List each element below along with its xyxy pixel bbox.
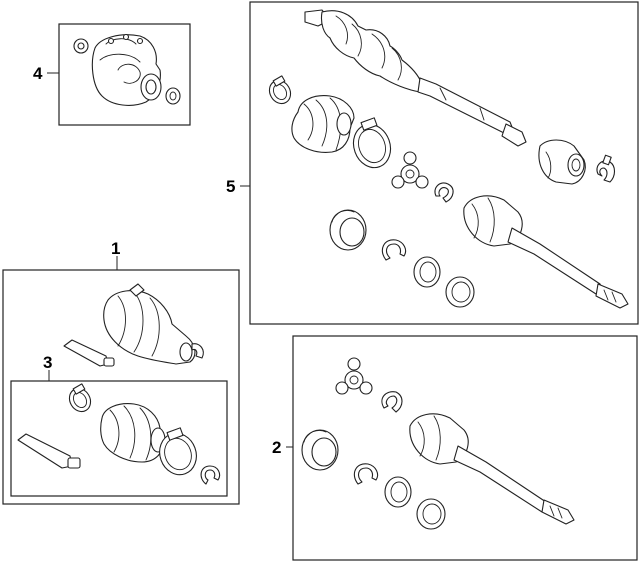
snap-ring-upper <box>434 182 454 203</box>
group-2-inner-joint: 2 <box>272 335 638 561</box>
boot-clamp-large <box>352 117 392 169</box>
snap-ring-2-lower <box>353 463 379 485</box>
tripod-joint <box>391 151 429 189</box>
side-bearing <box>165 87 181 105</box>
snap-ring-kit <box>200 465 221 485</box>
snap-ring-lower <box>381 239 407 261</box>
grease-tube-kit <box>17 433 81 469</box>
cv-boot-outer <box>291 95 355 153</box>
center-bearing <box>329 209 367 251</box>
callout-4[interactable]: 4 <box>33 64 43 83</box>
group-4-differential: 4 <box>33 23 191 126</box>
group-4-frame <box>58 23 191 126</box>
drive-shaft-assembly <box>304 9 527 147</box>
center-bearing-2 <box>301 429 339 471</box>
dust-seal-ring-2 <box>445 276 475 308</box>
group-5-drive-shaft: 5 <box>226 1 639 325</box>
callout-1[interactable]: 1 <box>111 239 120 258</box>
group-5-frame <box>249 1 639 325</box>
snap-ring-2-upper <box>381 391 403 413</box>
grease-tube-upper <box>63 339 115 367</box>
oil-seal-small <box>73 38 89 54</box>
boot-clamp-large-kit <box>159 427 197 476</box>
callout-2[interactable]: 2 <box>272 438 281 457</box>
inner-joint-shaft-2 <box>409 413 575 525</box>
group-3-frame <box>10 380 228 497</box>
dust-seal-ring-2a <box>384 476 412 508</box>
tripod-joint-2 <box>335 357 373 395</box>
inner-joint-shaft <box>463 195 629 309</box>
dust-seal-ring-2b <box>416 498 446 530</box>
group-2-frame <box>292 335 638 561</box>
callout-3[interactable]: 3 <box>43 353 52 372</box>
boot-clamp-small <box>268 75 292 105</box>
boot-clamp-small-kit <box>68 383 92 413</box>
boot-assembly-upper <box>103 283 204 365</box>
retaining-clip <box>596 154 616 183</box>
group-3-boot-kit: 3 <box>10 353 228 497</box>
cv-boot-kit <box>100 403 166 463</box>
outer-joint-housing <box>538 139 586 185</box>
group-1-frame <box>2 269 240 505</box>
differential-case <box>91 33 162 106</box>
dust-seal-ring-1 <box>413 256 441 288</box>
callout-5[interactable]: 5 <box>226 177 235 196</box>
group-1-boot-kit: 1 3 <box>2 239 240 505</box>
